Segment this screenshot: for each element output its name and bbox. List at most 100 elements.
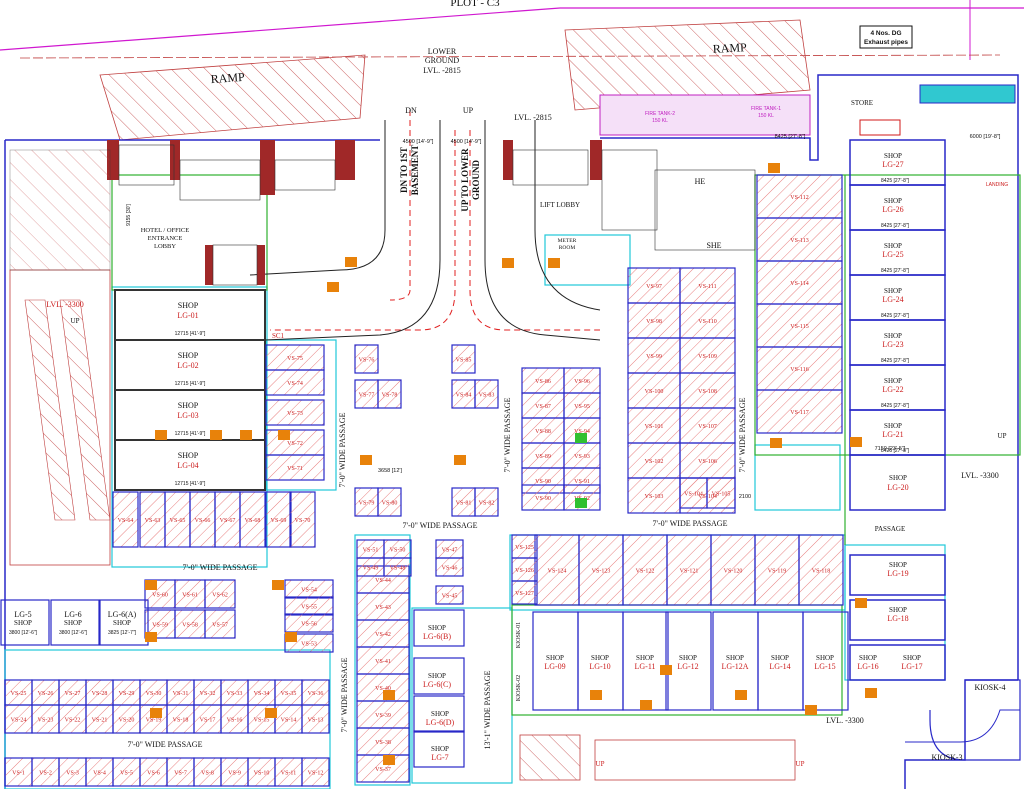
- dn-label: DN: [405, 106, 417, 115]
- meter-label: METER: [558, 238, 577, 244]
- vs-label: VS-19: [146, 718, 162, 724]
- passage-label: 7'-0" WIDE PASSAGE: [503, 397, 512, 472]
- vs-label: VS-115: [790, 324, 808, 330]
- vs-stall: VS-109: [679, 337, 736, 374]
- vs-label: VS-124: [548, 569, 567, 575]
- vs-stall: VS-8: [193, 757, 222, 787]
- store-label: STORE: [851, 99, 873, 107]
- ramp-right: [564, 19, 811, 111]
- dim-label: 12715 [41'-9"]: [175, 481, 206, 487]
- vs-label: VS-31: [173, 691, 189, 697]
- marker: [660, 665, 672, 675]
- vs-label: VS-97: [646, 284, 662, 290]
- marker: [502, 258, 514, 268]
- shop-id: LG-19: [887, 569, 908, 578]
- vs-label: VS-101: [645, 424, 664, 430]
- vs-label: VS-89: [535, 454, 551, 460]
- vs-label: VS-96: [574, 379, 590, 385]
- marker: [265, 708, 277, 718]
- vs-label: VS-127: [515, 591, 534, 597]
- dim-label: 7150 [23'-5"]: [875, 446, 906, 452]
- vs-stall: VS-73: [265, 399, 325, 426]
- vs-label: VS-87: [535, 404, 551, 410]
- vs-label: VS-30: [146, 691, 162, 697]
- vs-label: VS-21: [92, 718, 108, 724]
- vs-stall: VS-43: [356, 592, 410, 621]
- vs-label: VS-44: [375, 578, 391, 584]
- shop-label: SHOP: [679, 654, 697, 662]
- shop-label: SHOP: [431, 745, 449, 753]
- vs-stall: VS-35: [274, 679, 303, 706]
- kiosk-label: KIOSK-02: [516, 675, 522, 701]
- vs-stall: VS-13: [301, 704, 330, 734]
- shop-label: SHOP: [884, 152, 902, 160]
- vs-label: VS-85: [456, 358, 472, 364]
- shop-id: LG-24: [882, 295, 903, 304]
- shop-label: SHOP: [884, 242, 902, 250]
- lobby-label: HOTEL / OFFICE: [141, 227, 190, 234]
- shop-id: LG-11: [634, 662, 655, 671]
- vs-stall: VS-6: [139, 757, 168, 787]
- vs-stall: VS-4: [85, 757, 114, 787]
- shop-id: LG-02: [177, 361, 198, 370]
- shop-label: SHOP: [889, 561, 907, 569]
- vs-label: VS-50: [390, 548, 406, 554]
- shop-label: SHOP: [884, 422, 902, 430]
- vs-label: VS-58: [182, 623, 198, 629]
- vs-label: VS-16: [227, 718, 243, 724]
- shop-id: LG-10: [589, 662, 610, 671]
- vs-label: VS-56: [301, 622, 317, 628]
- vs-label: VS-83: [479, 393, 495, 399]
- vs-label: VS-48: [390, 566, 406, 572]
- vs-stall: VS-3: [58, 757, 87, 787]
- vs-label: VS-94: [574, 429, 590, 435]
- dim-label: 8425 [27'-8"]: [881, 448, 910, 454]
- vs-stall: VS-27: [58, 679, 87, 706]
- level-label: LVL. -3300: [826, 716, 863, 725]
- shop-label: SHOP: [889, 474, 907, 482]
- she-label: SHE: [706, 241, 721, 250]
- core-rooms: [118, 144, 756, 286]
- vs-stall: VS-114: [756, 260, 843, 305]
- vs-stall: VS-67: [214, 491, 241, 548]
- vs-label: VS-107: [698, 424, 717, 430]
- vs-label: VS-32: [200, 691, 216, 697]
- vs-stall: VS-16: [220, 704, 249, 734]
- dim-label: 12715 [41'-9"]: [175, 381, 206, 387]
- vs-stall: VS-80: [377, 487, 402, 517]
- vs-label: VS-102: [645, 459, 664, 465]
- vs-label: VS-22: [65, 718, 81, 724]
- shop-label: SHOP: [178, 301, 199, 310]
- vs-label: VS-2: [39, 771, 52, 777]
- vs-stall: VS-81: [451, 487, 476, 517]
- passage-label: 7'-0" WIDE PASSAGE: [738, 397, 747, 472]
- passage-label: 7'-0" WIDE PASSAGE: [403, 521, 478, 530]
- up-lower-label: UP TO LOWER: [460, 148, 470, 212]
- vs-stall: VS-125: [511, 534, 538, 559]
- vs-label: VS-100: [645, 389, 664, 395]
- vs-label: VS-53: [301, 642, 317, 648]
- orange-markers: [145, 163, 877, 765]
- vs-stall: VS-63: [139, 491, 166, 548]
- lobby-label: ENTRANCE: [148, 235, 183, 242]
- vs-stall: VS-76: [354, 344, 379, 374]
- vs-label: VS-67: [220, 518, 236, 524]
- shop-label: SHOP: [428, 672, 446, 680]
- ramp-label: RAMP: [712, 40, 747, 56]
- dim-label: 8425 [27'-8"]: [881, 358, 910, 364]
- passage-label: 7'-0" WIDE PASSAGE: [183, 563, 258, 572]
- fire-tank-label: 150 KL: [758, 113, 774, 119]
- vs-stall: VS-117: [756, 389, 843, 434]
- sc1-label: SC1: [272, 332, 285, 340]
- vs-label: VS-105: [712, 492, 731, 498]
- vs-label: VS-5: [120, 771, 133, 777]
- shop-id: LG-6(A): [108, 610, 137, 619]
